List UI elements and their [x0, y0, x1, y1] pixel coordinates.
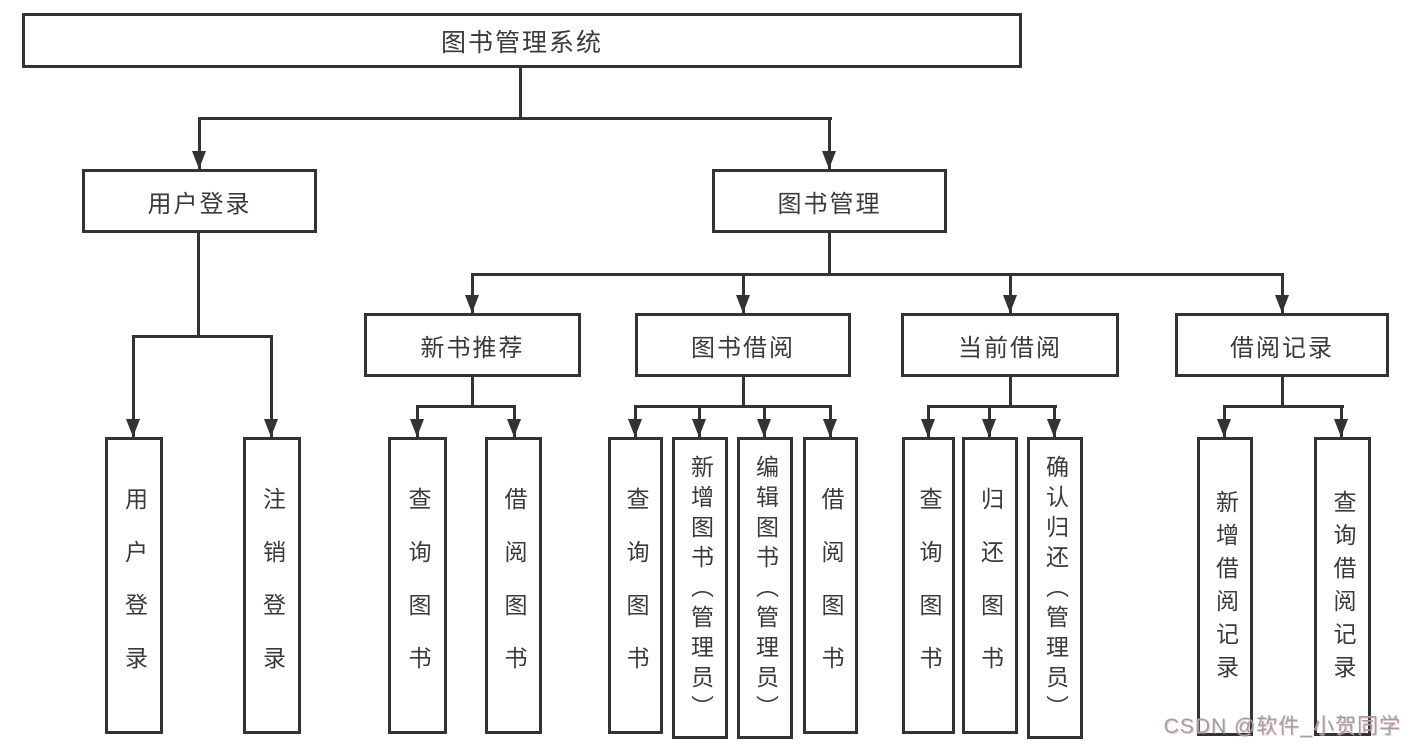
leaf-user-login-label: 用户登录: [121, 487, 148, 699]
leaf-logout-label: 注销登录: [259, 487, 286, 699]
edge-current-borrow-trunk: [1009, 377, 1012, 405]
node-borrow-records: 借阅记录: [1175, 313, 1389, 377]
edge-borrow-records-trunk: [1281, 377, 1284, 405]
node-borrow-records-label: 借阅记录: [1230, 334, 1334, 362]
edge-root-trunk: [519, 68, 522, 117]
arrow-down-icon: [126, 419, 140, 437]
node-new-book-recommend-label: 新书推荐: [420, 334, 525, 362]
edge-book-borrow-trunk: [742, 377, 745, 405]
arrow-down-icon: [692, 419, 706, 437]
arrow-down-icon: [921, 419, 935, 437]
leaf-borrow-books-2-label: 借阅图书: [818, 487, 844, 699]
node-user-login-label: 用户登录: [147, 190, 252, 218]
node-new-book-recommend: 新书推荐: [364, 313, 581, 377]
leaf-add-books-admin-label: 新增图书（管理员）: [687, 455, 714, 725]
edge-book-borrow-hbar: [634, 405, 832, 408]
arrow-down-icon: [736, 295, 750, 313]
arrow-down-icon: [757, 419, 771, 437]
arrow-down-icon: [1334, 419, 1348, 437]
edge-to-user-login: [198, 117, 201, 169]
arrow-down-icon: [465, 295, 479, 313]
arrow-down-icon: [823, 419, 837, 437]
node-book-borrow: 图书借阅: [635, 313, 851, 377]
edge-user-login-hbar: [132, 335, 273, 338]
arrow-down-icon: [507, 419, 521, 437]
leaf-confirm-return-admin: 确认归还（管理员）: [1027, 437, 1083, 739]
leaf-query-books-1: 查询图书: [388, 437, 447, 734]
arrow-down-icon: [628, 419, 642, 437]
edge-book-management-hbar: [471, 273, 1284, 276]
edge-new-book-trunk: [471, 377, 474, 405]
leaf-query-borrow-record-label: 查询借阅记录: [1330, 490, 1356, 688]
node-current-borrow: 当前借阅: [901, 313, 1119, 377]
arrow-down-icon: [1217, 419, 1231, 437]
leaf-query-books-2-label: 查询图书: [623, 487, 649, 699]
arrow-down-icon: [192, 151, 206, 169]
arrow-down-icon: [982, 419, 996, 437]
leaf-query-books-3: 查询图书: [902, 437, 955, 734]
arrow-down-icon: [264, 419, 278, 437]
leaf-query-books-3-label: 查询图书: [916, 487, 942, 699]
leaf-borrow-books-2: 借阅图书: [803, 437, 858, 734]
leaf-edit-books-admin-label: 编辑图书（管理员）: [752, 455, 779, 725]
edge-to-book-management: [828, 117, 831, 169]
edge-user-login-trunk: [197, 233, 200, 335]
leaf-add-borrow-record: 新增借阅记录: [1197, 437, 1253, 736]
node-book-management-label: 图书管理: [777, 190, 882, 218]
leaf-user-login: 用户登录: [105, 437, 163, 734]
node-current-borrow-label: 当前借阅: [958, 334, 1062, 362]
leaf-add-books-admin: 新增图书（管理员）: [672, 437, 728, 739]
edge-to-book-borrow: [742, 273, 745, 313]
edge-current-borrow-hbar: [927, 405, 1057, 408]
leaf-confirm-return-admin-label: 确认归还（管理员）: [1042, 455, 1069, 725]
leaf-query-borrow-record: 查询借阅记录: [1314, 437, 1371, 736]
leaf-return-books: 归还图书: [962, 437, 1018, 734]
node-root-label: 图书管理系统: [440, 28, 603, 57]
arrow-down-icon: [1003, 295, 1017, 313]
edge-book-management-trunk: [828, 233, 831, 273]
node-book-management: 图书管理: [712, 169, 947, 233]
leaf-logout: 注销登录: [243, 437, 301, 734]
edge-to-borrow-records: [1281, 273, 1284, 313]
leaf-return-books-label: 归还图书: [977, 487, 1004, 699]
leaf-query-books-1-label: 查询图书: [405, 487, 431, 699]
node-user-login: 用户登录: [82, 169, 317, 233]
edge-to-leaf-user-login: [132, 335, 135, 437]
arrow-down-icon: [822, 151, 836, 169]
edge-new-book-hbar: [416, 405, 516, 408]
leaf-query-books-2: 查询图书: [608, 437, 663, 734]
watermark: CSDN @软件_小贺同学: [1163, 715, 1401, 738]
leaf-borrow-books-1: 借阅图书: [485, 437, 542, 734]
arrow-down-icon: [410, 419, 424, 437]
node-book-borrow-label: 图书借阅: [691, 334, 795, 362]
leaf-borrow-books-1-label: 借阅图书: [501, 487, 527, 699]
arrow-down-icon: [1275, 295, 1289, 313]
leaf-add-borrow-record-label: 新增借阅记录: [1212, 490, 1239, 688]
edge-root-hbar: [198, 117, 832, 120]
arrow-down-icon: [1047, 419, 1061, 437]
edge-to-current-borrow: [1009, 273, 1012, 313]
edge-to-leaf-logout: [270, 335, 273, 437]
leaf-edit-books-admin: 编辑图书（管理员）: [737, 437, 793, 739]
edge-to-new-book-recommend: [471, 273, 474, 313]
edge-borrow-records-hbar: [1223, 405, 1344, 408]
node-root: 图书管理系统: [22, 13, 1022, 68]
